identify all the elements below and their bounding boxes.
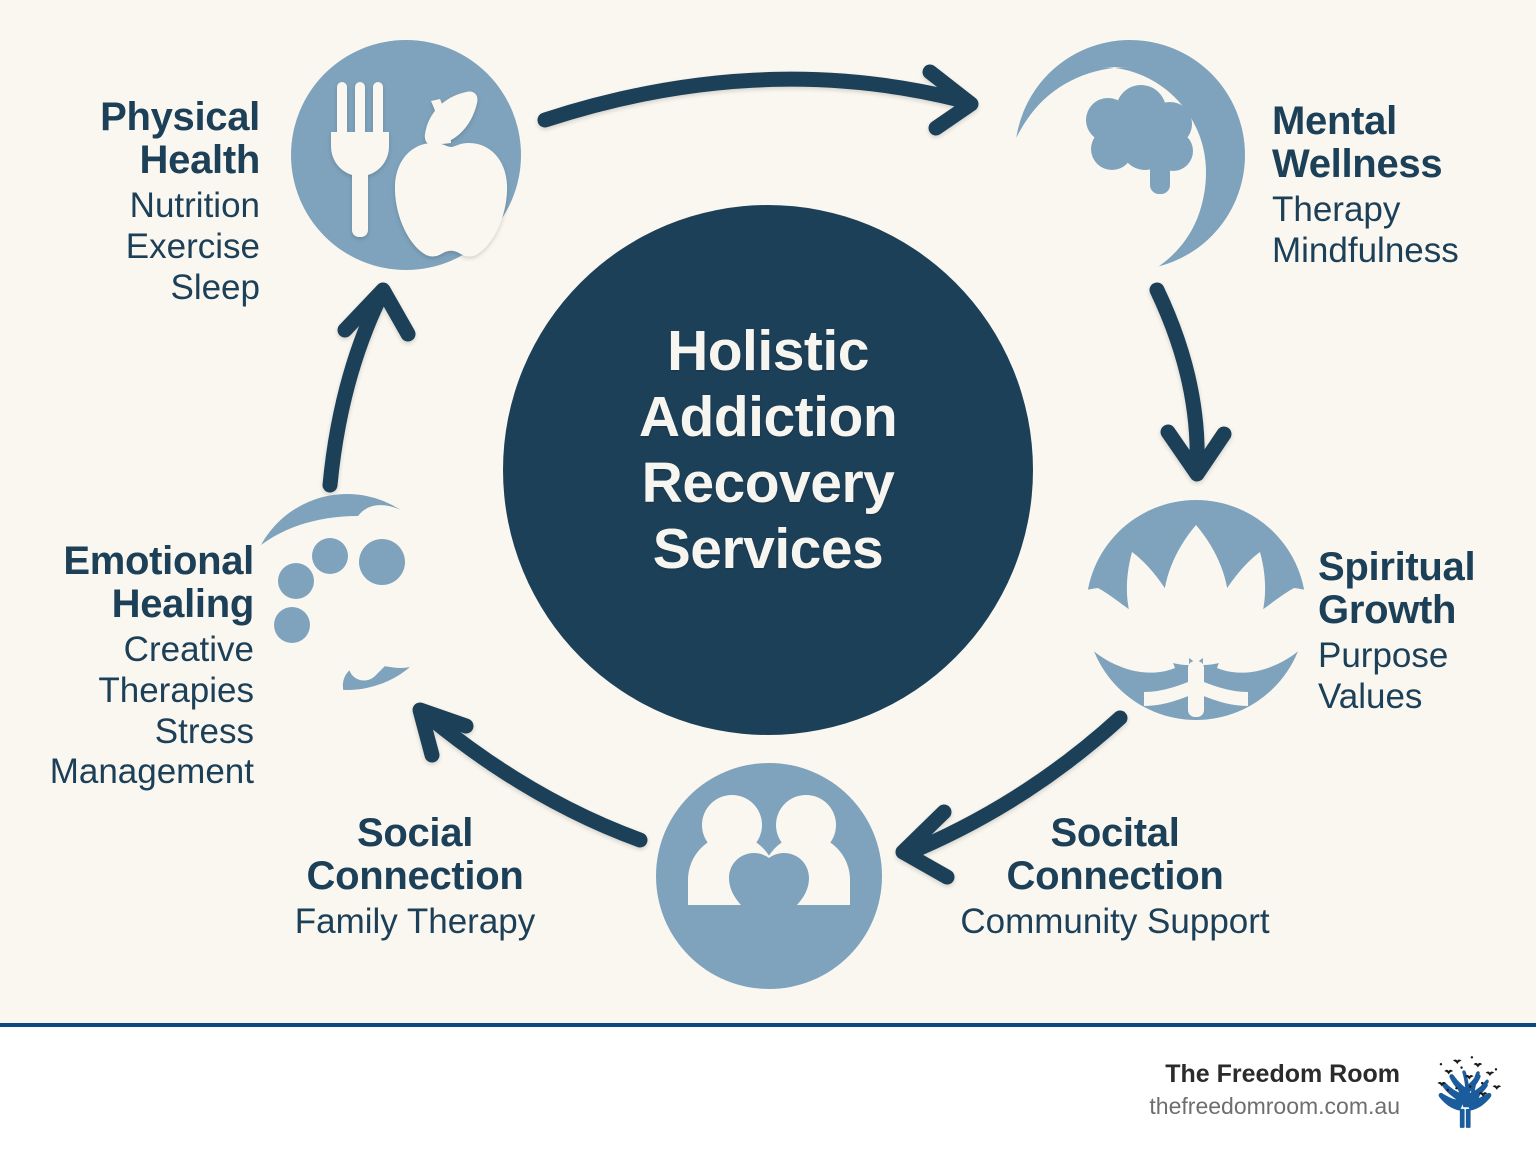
icon-circle-physical-health[interactable] [291, 40, 521, 270]
icon-circle-social-connection[interactable] [650, 763, 890, 989]
diagram-canvas: Physical Health Nutrition Exercise Sleep… [0, 0, 1536, 1023]
node-sub-physical-health: Nutrition Exercise Sleep [125, 186, 260, 307]
node-label-social-connection: Social Connection Family Therapy [260, 811, 570, 943]
node-title-physical-health: Physical Health [100, 95, 260, 183]
brand-url[interactable]: thefreedomroom.com.au [1149, 1092, 1400, 1119]
arrow-spiritual-to-socital [895, 710, 1128, 885]
node-title-socital-connection: Socital Connection [1006, 811, 1224, 899]
brand-name: The Freedom Room [1165, 1059, 1400, 1088]
fork-and-apple-icon [331, 82, 508, 257]
node-title-emotional-healing: Emotional Healing [63, 539, 254, 627]
icon-circle-emotional-healing[interactable] [240, 490, 470, 705]
footer-divider [0, 1023, 1536, 1027]
center-title: Holistic Addiction Recovery Services [638, 319, 898, 582]
node-label-emotional-healing: Emotional Healing Creative Therapies Str… [0, 539, 255, 793]
node-sub-emotional-healing: Creative Therapies Stress Management [49, 630, 254, 792]
page-footer: The Freedom Room thefreedomroom.com.au [0, 1027, 1536, 1154]
icon-circle-spiritual-growth[interactable] [1062, 500, 1330, 720]
arrow-social-to-emotional [412, 702, 648, 848]
icon-circle-mental-wellness[interactable] [1000, 30, 1260, 290]
node-sub-socital-connection: Community Support [960, 902, 1270, 942]
center-circle [503, 205, 1033, 735]
node-label-mental-wellness: Mental Wellness Therapy Mindfulness [1272, 99, 1536, 272]
node-sub-spiritual-growth: Purpose Values [1318, 636, 1449, 716]
cycle-arrows [322, 64, 1232, 885]
arrow-emotional-to-physical [322, 282, 416, 493]
node-title-social-connection: Social Connection [306, 811, 524, 899]
lotus-flower-icon [1062, 525, 1330, 717]
brand-text: The Freedom Room thefreedomroom.com.au [1149, 1059, 1400, 1122]
arrow-physical-to-mental [537, 64, 979, 136]
node-label-physical-health: Physical Health Nutrition Exercise Sleep [0, 95, 260, 308]
two-people-with-heart-icon [650, 780, 890, 980]
node-title-spiritual-growth: Spiritual Growth [1318, 545, 1476, 633]
node-label-spiritual-growth: Spiritual Growth Purpose Values [1318, 545, 1536, 718]
node-label-socital-connection: Socital Connection Community Support [920, 811, 1310, 943]
node-sub-mental-wellness: Therapy Mindfulness [1272, 190, 1459, 270]
paintbrush-icon [348, 554, 468, 681]
tree-of-hands-with-birds-logo [1437, 1056, 1502, 1128]
head-with-brain-icon [1000, 30, 1260, 290]
node-title-mental-wellness: Mental Wellness [1272, 99, 1443, 187]
arrow-mental-to-spiritual [1149, 282, 1232, 482]
node-sub-social-connection: Family Therapy [294, 902, 536, 942]
holistic-recovery-cycle-diagram [240, 30, 1330, 989]
brand-block: The Freedom Room thefreedomroom.com.au [1149, 1047, 1508, 1133]
